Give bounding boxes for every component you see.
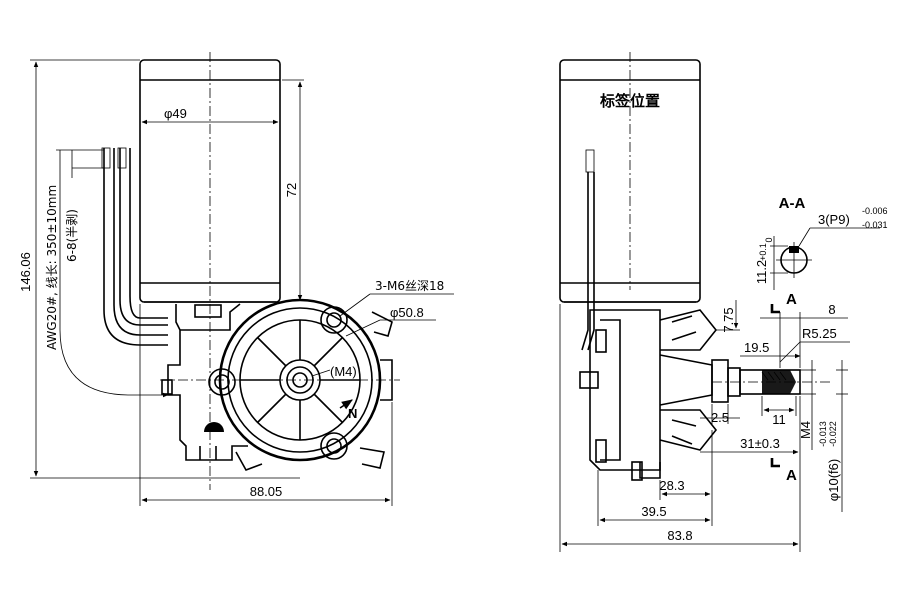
dim-28-3: 28.3 (659, 430, 713, 500)
section-mark-top: A (770, 291, 797, 314)
wire-spec-label: AWG20#, 线长: 350±10mm (45, 185, 59, 350)
section-mark-bottom-label: A (786, 467, 797, 484)
dim-7-75-label: 7.75 (721, 307, 736, 332)
dim-31: 31±0.3 (700, 436, 799, 455)
dim-83-8-label: 83.8 (667, 528, 692, 543)
direction-label: N (348, 406, 357, 421)
dim-28-3-label: 28.3 (659, 478, 684, 493)
dim-height: 146.06 (18, 59, 300, 479)
section-mark-bottom: A (770, 458, 797, 484)
motor-length-label: 72 (284, 183, 299, 197)
label-position-text: 标签位置 (599, 92, 660, 110)
dim-19-5-label: 19.5 (744, 340, 769, 355)
side-wire (581, 149, 595, 351)
dim-motor-diameter: φ49 (141, 106, 279, 125)
dim-83-8: 83.8 (559, 304, 801, 552)
pcd-label: φ50.8 (390, 305, 424, 320)
shaft-tol-lower: -0.022 (828, 421, 838, 447)
key-height-tol-lower: 0 (764, 237, 774, 242)
keyway-tol-upper: -0.006 (862, 206, 888, 216)
dim-r5-25: R5.25 (779, 326, 850, 363)
section-title: A-A (779, 195, 806, 212)
side-view: 标签位置 (559, 52, 888, 552)
gear-housing (208, 298, 393, 471)
dim-8: 8 (760, 302, 848, 368)
shaft-thread-leader (311, 369, 331, 377)
motor-diameter-label: φ49 (164, 106, 187, 121)
dim-pcd: φ50.8 (345, 305, 436, 337)
front-view: 146.06 AWG20#, 线长: 350±10mm 6-8(半剥) φ49 … (18, 52, 454, 506)
key-height-tol-upper: +0.1 (758, 243, 768, 261)
key-height-label: 11.2 (754, 260, 769, 284)
dim-width: 88.05 (139, 304, 393, 506)
dim-19-5: 19.5 (740, 340, 801, 359)
section-a-a: A-A 3(P9) -0.006 -0.031 11.2 +0.1 0 (754, 195, 888, 290)
section-mark-top-label: A (786, 291, 797, 308)
dim-m4: M4 (798, 360, 816, 450)
dim-39-5-label: 39.5 (641, 504, 666, 519)
keyway-tol-lower: -0.031 (862, 220, 888, 230)
side-gearbox (579, 309, 729, 481)
dim-2-5: 2.5 (700, 404, 740, 425)
dim-39-5: 39.5 (597, 470, 713, 526)
dim-m4-label: M4 (798, 421, 813, 439)
width-total-label: 88.05 (250, 484, 283, 499)
dim-8-label: 8 (828, 302, 835, 317)
keyway-width-label: 3(P9) (818, 212, 850, 227)
side-shaft (712, 367, 830, 397)
wire-strip-label: 6-8(半剥) (65, 209, 79, 262)
dim-mount-holes: 3-M6丝深18 (339, 279, 454, 317)
shaft-tol-upper: -0.013 (818, 421, 828, 447)
dim-11-label: 11 (772, 412, 786, 427)
gearbox-housing (161, 303, 248, 461)
lead-wires (56, 147, 169, 398)
dim-r5-25-label: R5.25 (802, 326, 837, 341)
dim-7-75: 7.75 (716, 300, 740, 333)
dim-motor-length: 72 (282, 79, 304, 301)
shaft-thread-label: (M4) (330, 364, 357, 379)
dim-shaft-diameter: φ10(f6) -0.013 -0.022 (818, 360, 848, 512)
direction-mark: N (339, 399, 357, 421)
mount-holes-label: 3-M6丝深18 (375, 279, 444, 293)
shaft-diameter-label: φ10(f6) (826, 459, 841, 501)
height-total-label: 146.06 (18, 252, 33, 292)
dim-11: 11 (761, 396, 797, 427)
dim-31-label: 31±0.3 (740, 436, 780, 451)
dim-2-5-label: 2.5 (711, 410, 729, 425)
